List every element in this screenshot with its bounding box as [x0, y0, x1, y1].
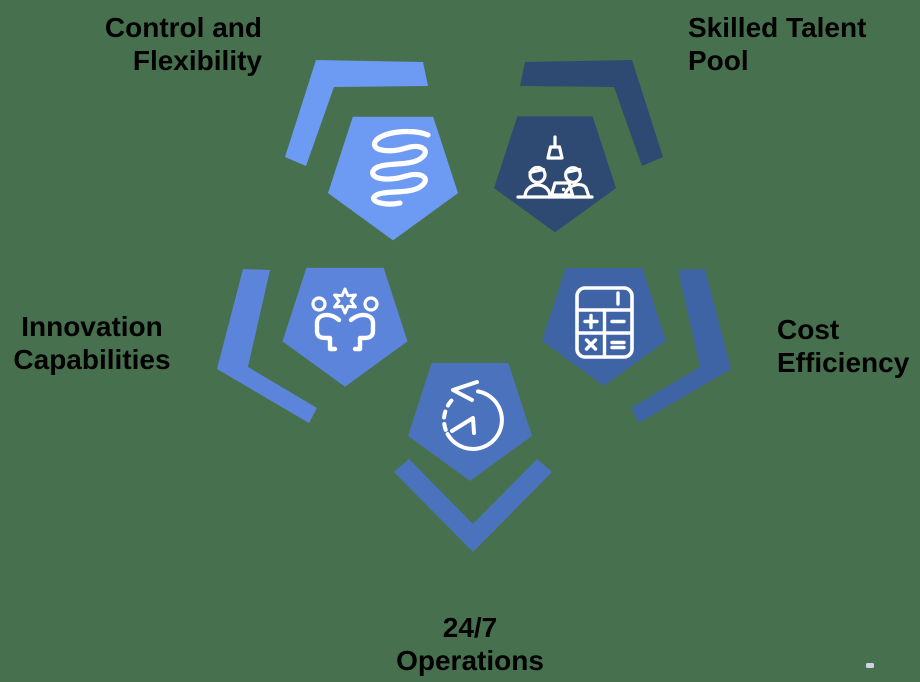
history-clock-icon	[442, 380, 504, 451]
label-cost-efficiency: Cost Efficiency	[777, 314, 910, 378]
cluster-innovation-capabilities	[217, 267, 408, 423]
cluster-cost-efficiency	[542, 268, 731, 423]
chevron-bracket	[520, 60, 663, 166]
label-control-and-flexibility: Control and Flexibility	[104, 12, 262, 76]
calculator-icon	[575, 286, 634, 359]
chevron-bracket	[631, 269, 731, 423]
pentagon-badge	[494, 116, 616, 233]
pentagon-badge	[282, 267, 408, 387]
cluster-control-and-flexibility	[285, 60, 458, 241]
team-at-desk-icon	[516, 135, 594, 199]
label-skilled-talent-pool: Skilled Talent Pool	[688, 12, 867, 76]
chevron-bracket	[217, 269, 317, 423]
spring-coil-icon	[370, 128, 431, 207]
label-24-7-operations: 24/7 Operations	[396, 612, 544, 676]
watermark-speck	[866, 663, 874, 668]
label-innovation-capabilities: Innovation Capabilities	[13, 311, 171, 375]
chevron-bracket	[285, 60, 428, 166]
cluster-24-7-operations	[394, 363, 552, 552]
collaboration-star-icon	[311, 287, 379, 352]
chevron-bracket	[394, 459, 552, 552]
cluster-skilled-talent-pool	[494, 60, 663, 233]
